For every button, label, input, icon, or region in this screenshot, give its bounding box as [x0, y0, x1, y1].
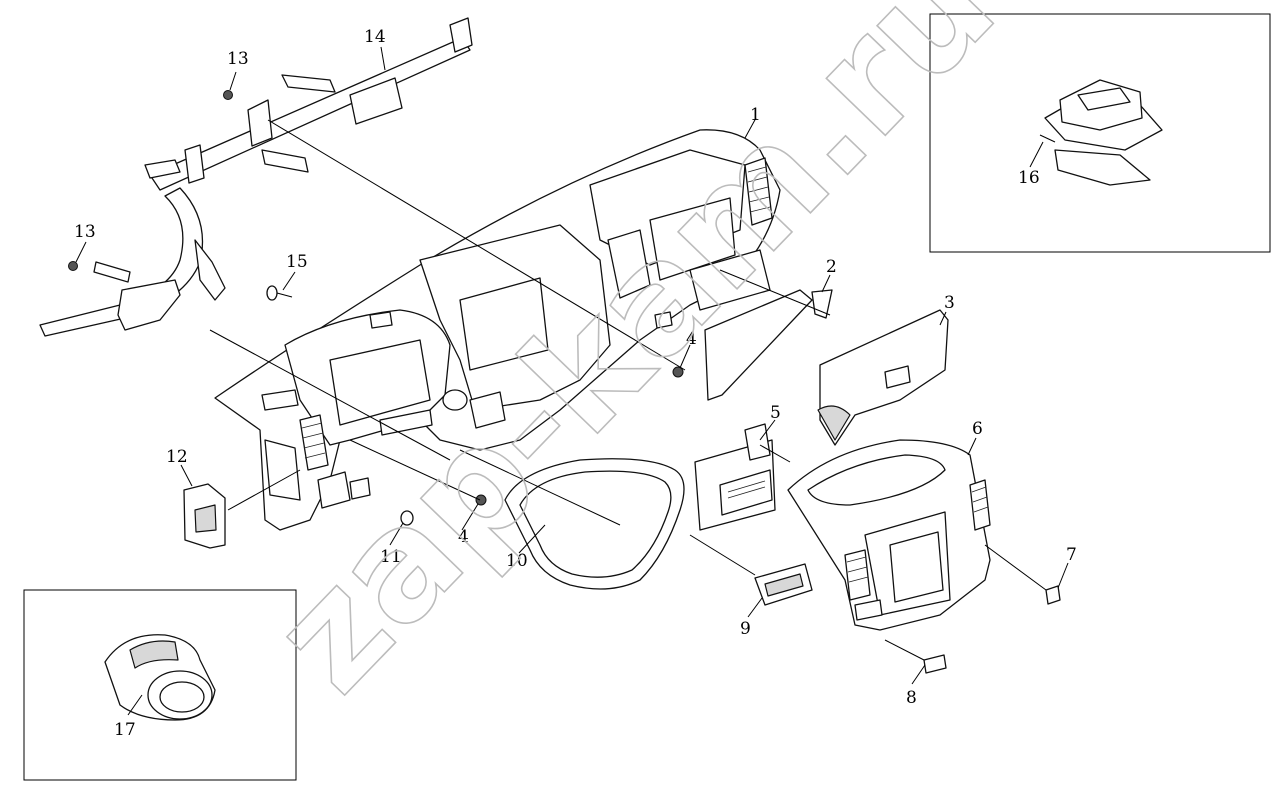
part-8-cap [923, 654, 947, 674]
callout-16: 16 [1018, 168, 1040, 188]
callout-11: 11 [380, 547, 402, 567]
callout-13-top: 13 [227, 49, 249, 69]
part-16-clip [1039, 79, 1163, 186]
part-15-bolt [266, 285, 293, 301]
part-13-nut-top [223, 90, 233, 100]
leader-lines [75, 46, 1069, 716]
inset-box-vent [23, 589, 297, 781]
callout-2: 2 [826, 257, 837, 277]
part-5-radio-bracket [694, 423, 776, 531]
callout-9: 9 [740, 619, 751, 639]
callout-6: 6 [972, 419, 983, 439]
callout-8: 8 [906, 688, 917, 708]
part-14-crossbeam [39, 17, 473, 337]
callout-labels: 1 2 3 4 4 5 6 7 8 9 10 11 12 13 13 14 15… [74, 27, 1077, 740]
callout-12: 12 [166, 447, 188, 467]
callout-1: 1 [750, 105, 761, 125]
callout-5: 5 [770, 403, 781, 423]
callout-3: 3 [944, 293, 955, 313]
part-4-screw-right [672, 366, 684, 378]
callout-17: 17 [114, 720, 136, 740]
inset-box-clip [929, 13, 1271, 253]
part-10-cluster-hood [504, 458, 685, 590]
part-4-screw-left [475, 494, 487, 506]
callout-15: 15 [286, 252, 308, 272]
part-2-bracket [811, 289, 833, 319]
part-6-center-bezel [787, 439, 991, 631]
part-9-tray [754, 563, 813, 606]
callout-10: 10 [506, 551, 528, 571]
part-3-glovebox [817, 309, 949, 446]
callout-4-right: 4 [686, 329, 697, 349]
part-13-nut-left [68, 261, 78, 271]
part-7-cap [1045, 585, 1061, 605]
part-1-instrument-panel [214, 129, 781, 531]
callout-4-left: 4 [458, 527, 469, 547]
callout-14: 14 [364, 27, 386, 47]
callout-13-left: 13 [74, 222, 96, 242]
part-11-plug [400, 510, 414, 526]
part-17-vent [104, 634, 216, 721]
part-12-side-cover [183, 483, 226, 549]
callout-7: 7 [1066, 545, 1077, 565]
